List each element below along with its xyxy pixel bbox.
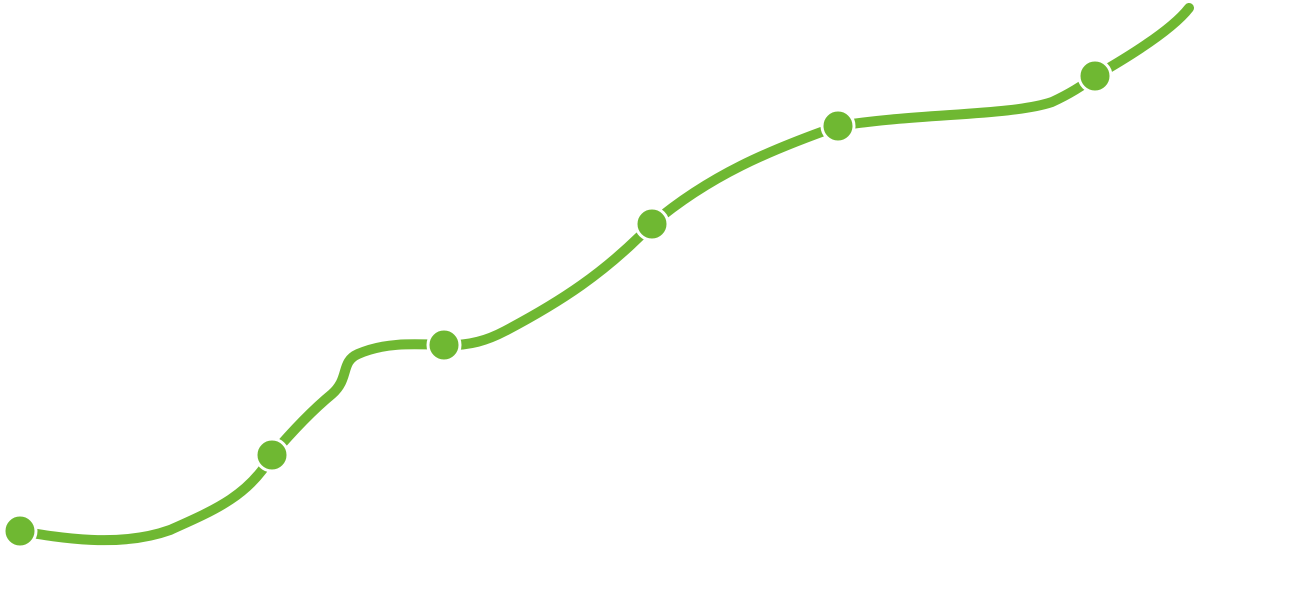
milestone-dot-4: [634, 206, 670, 242]
milestone-dot-5: [820, 108, 856, 144]
milestone-dot-3: [426, 327, 462, 363]
roadmap-route-line: [15, 3, 1194, 546]
milestone-dot-1: [2, 513, 38, 549]
milestone-dot-6: [1077, 58, 1113, 94]
milestone-dot-2: [254, 437, 290, 473]
